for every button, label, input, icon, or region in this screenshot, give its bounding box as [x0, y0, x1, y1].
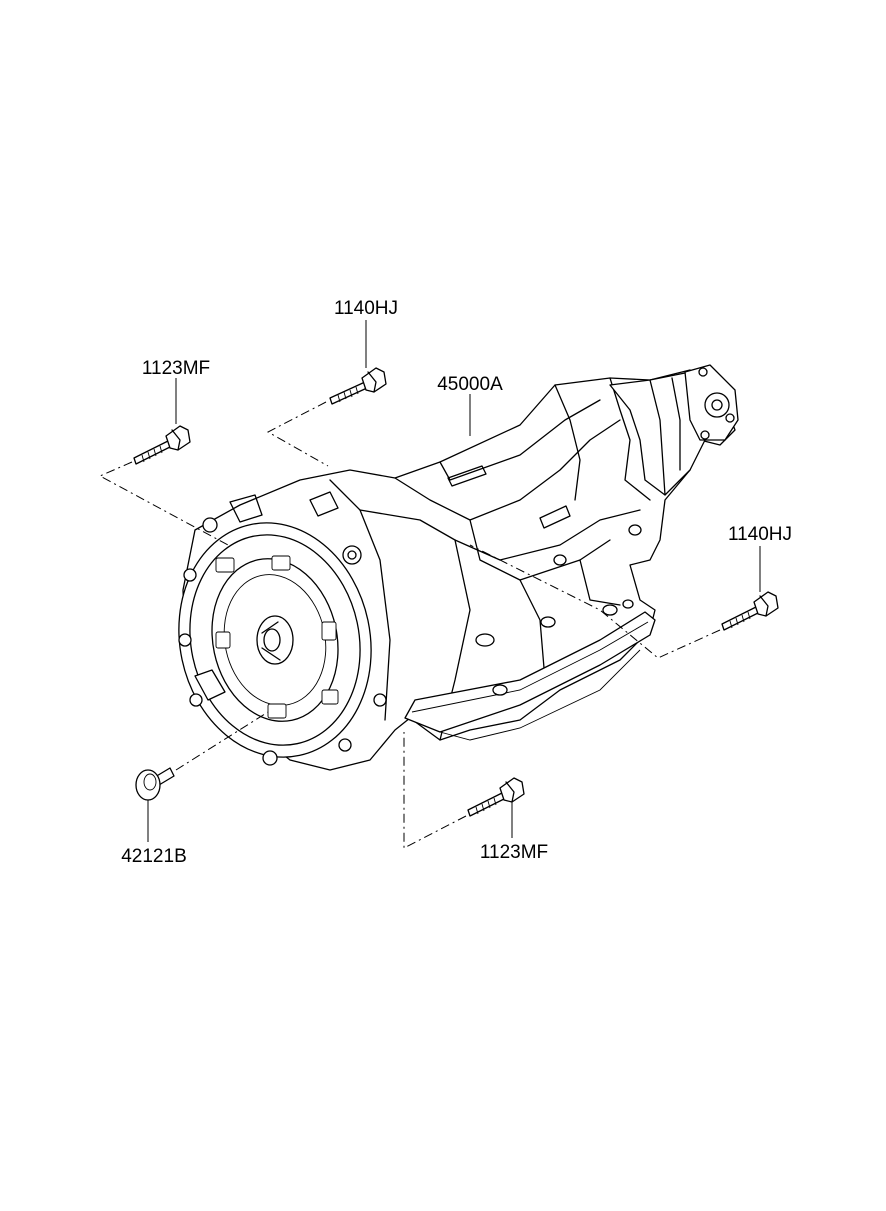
bolt-bottom-left	[135, 767, 175, 801]
label-transmission-assembly: 45000A	[437, 374, 503, 395]
bolt-top-center	[329, 367, 387, 405]
bolt-bottom-center	[467, 777, 525, 817]
bolt-top-left	[133, 425, 191, 465]
label-bolt-top-left: 1123MF	[142, 358, 210, 379]
label-bolt-top-center: 1140HJ	[334, 298, 398, 319]
label-bolt-bottom-center: 1123MF	[480, 842, 548, 863]
label-bolt-bottom-left: 42121B	[121, 846, 187, 867]
assembly-guide-lines	[98, 401, 721, 849]
transmission-assembly	[178, 364, 739, 771]
leader-lines	[147, 320, 761, 842]
label-bolt-right: 1140HJ	[728, 524, 792, 545]
bolt-right	[721, 591, 779, 631]
